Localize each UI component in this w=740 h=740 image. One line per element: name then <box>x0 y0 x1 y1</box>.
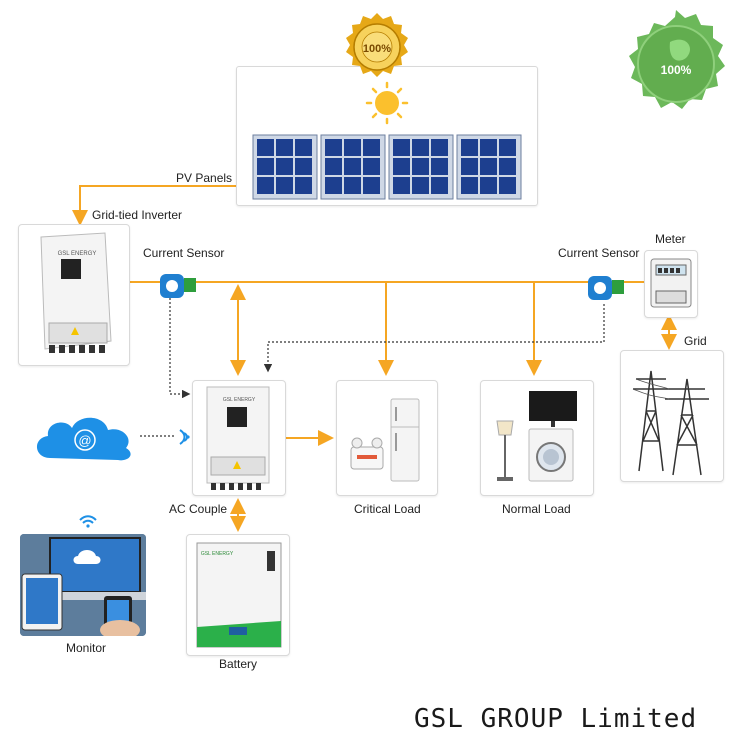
satisfaction-seal-badge: 100% <box>342 12 412 82</box>
svg-text:GSL ENERGY: GSL ENERGY <box>58 251 97 257</box>
grid-tied-inverter-box: GSL ENERGY <box>18 224 130 366</box>
current-sensor-left-icon <box>160 274 196 298</box>
ac-couple-box: GSL ENERGY <box>192 380 286 496</box>
right-sensor-comm-line <box>263 304 605 373</box>
current-sensor-right-icon <box>588 276 624 300</box>
grid-box <box>620 350 724 482</box>
sun-icon <box>365 81 409 125</box>
critical-load-box <box>336 380 438 496</box>
svg-text:GSL ENERGY: GSL ENERGY <box>223 397 256 403</box>
green-badge-text: 100% <box>661 63 692 77</box>
grid-label: Grid <box>684 334 707 348</box>
meter-box <box>644 250 698 318</box>
pv-panels-box <box>236 66 538 206</box>
current-sensor-right-label: Current Sensor <box>558 246 640 260</box>
monitor-photo <box>20 534 146 636</box>
svg-text:GSL ENERGY: GSL ENERGY <box>201 551 234 557</box>
normal-load-appliances <box>496 391 577 482</box>
wifi-icon-monitor <box>79 515 97 528</box>
ac-couple-inverter-image: GSL ENERGY <box>206 386 270 490</box>
battery-box: GSL ENERGY <box>186 534 290 656</box>
normal-load-box <box>480 380 594 496</box>
left-sensor-comm-line <box>169 298 191 399</box>
critical-load-label: Critical Load <box>354 502 421 516</box>
battery-image: GSL ENERGY <box>196 542 282 648</box>
meter-label: Meter <box>655 232 686 246</box>
battery-label: Battery <box>219 657 258 671</box>
eco-green-badge: 100% <box>620 8 732 120</box>
monitor-label: Monitor <box>66 641 107 655</box>
pv-panels-illustration <box>252 81 522 200</box>
pv-to-inverter-line <box>72 185 236 226</box>
normal-load-label: Normal Load <box>502 502 571 516</box>
wifi-icon <box>179 429 190 445</box>
grid-tied-inverter-image: GSL ENERGY <box>40 232 112 353</box>
grid-tied-inverter-label: Grid-tied Inverter <box>92 208 183 222</box>
pv-panels-label: PV Panels <box>176 171 233 185</box>
power-tower-icon <box>632 370 709 476</box>
ac-couple-label: AC Couple <box>169 502 228 516</box>
solar-panel-array <box>252 134 522 200</box>
critical-load-appliances <box>350 398 420 482</box>
electric-meter-icon <box>650 258 692 308</box>
company-watermark: GSL GROUP Limited <box>414 704 698 734</box>
current-sensor-left-label: Current Sensor <box>143 246 225 260</box>
cloud-icon: @ <box>36 417 131 461</box>
cloud-at-symbol: @ <box>78 433 91 448</box>
seal-text: 100% <box>363 43 391 55</box>
